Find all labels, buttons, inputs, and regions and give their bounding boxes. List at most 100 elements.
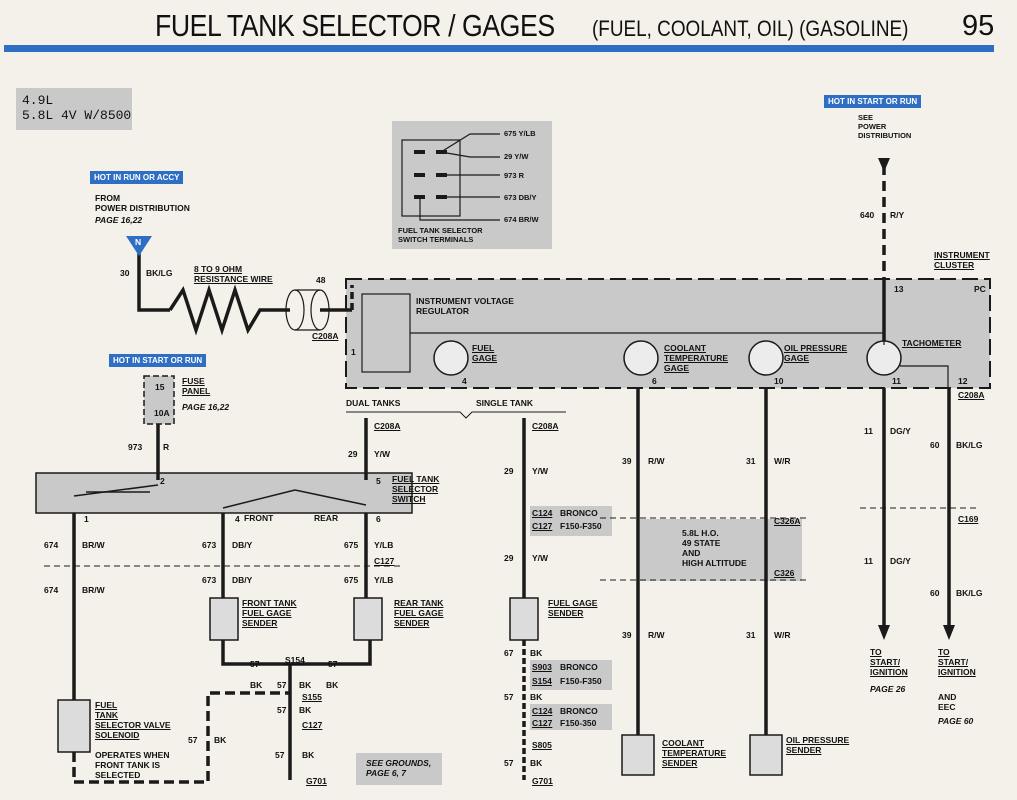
terminal-wire-973: 973 R bbox=[504, 171, 525, 180]
engine-label: 4.9L 5.8L 4V W/8500 bbox=[16, 88, 132, 130]
bk-single-a: BK bbox=[530, 648, 543, 658]
wire-57-single-a: 57 bbox=[504, 692, 514, 702]
c124b-label: C124 bbox=[532, 706, 553, 716]
wire-29-color-single-b: Y/W bbox=[532, 553, 549, 563]
fuse-amperage: 10A bbox=[154, 408, 170, 418]
wire-11-number-b: 11 bbox=[864, 556, 873, 566]
wire-640-color: R/Y bbox=[890, 210, 905, 220]
selector-pin-4: 4 bbox=[235, 514, 240, 524]
tachometer-label: TACHOMETER bbox=[902, 338, 962, 348]
fuel-gage-label: FUEL GAGE bbox=[472, 343, 498, 363]
wire-973-number: 973 bbox=[128, 442, 143, 452]
c326a-label: C326A bbox=[774, 516, 801, 526]
wire-39-color-b: R/W bbox=[648, 630, 665, 640]
c124b-box bbox=[530, 704, 612, 730]
page-26-ref: PAGE 26 bbox=[870, 684, 906, 694]
page-number: 95 bbox=[962, 10, 995, 42]
s155-label: S155 bbox=[302, 692, 322, 702]
selector-contacts bbox=[73, 484, 367, 509]
resistance-wire-label: 8 TO 9 OHM RESISTANCE WIRE bbox=[194, 264, 273, 284]
c127-f150: F150-F350 bbox=[560, 521, 602, 531]
bk-b: BK bbox=[299, 680, 312, 690]
wire-31-number-b: 31 bbox=[746, 630, 756, 640]
cluster-pin-6: 6 bbox=[652, 376, 657, 386]
ho-note-box bbox=[640, 519, 802, 581]
cluster-pc-label: PC bbox=[974, 284, 986, 294]
wire-674-color-a: BR/W bbox=[82, 540, 105, 550]
see-grounds-label: SEE GROUNDS, PAGE 6, 7 bbox=[366, 758, 432, 778]
wire-11-number-a: 11 bbox=[864, 426, 873, 436]
voltage-regulator-label: INSTRUMENT VOLTAGE REGULATOR bbox=[416, 296, 514, 316]
front-tank-sender-label: FRONT TANK FUEL GAGE SENDER bbox=[242, 598, 297, 628]
dual-tanks-label: DUAL TANKS bbox=[346, 398, 401, 408]
terminal-wire-29: 29 Y/W bbox=[504, 152, 529, 161]
ho-note: 5.8L H.O. 49 STATE AND HIGH ALTITUDE bbox=[682, 528, 747, 568]
wire-group bbox=[72, 165, 951, 784]
wire-48-number: 48 bbox=[316, 275, 326, 285]
wire-60-color-b: BK/LG bbox=[956, 588, 983, 598]
selector-front-label: FRONT bbox=[244, 513, 274, 523]
switch-terminal-drawing bbox=[401, 133, 500, 221]
c124-label: C124 bbox=[532, 508, 553, 518]
cluster-internal-wiring bbox=[361, 292, 949, 388]
instrument-cluster-label: INSTRUMENT CLUSTER bbox=[934, 250, 990, 270]
wire-39-number-b: 39 bbox=[622, 630, 632, 640]
wire-11-color-b: DG/Y bbox=[890, 556, 911, 566]
c124b-bronco: BRONCO bbox=[560, 706, 598, 716]
oil-pressure-sender-label: OIL PRESSURE SENDER bbox=[786, 735, 850, 755]
wire-57-e: 57 bbox=[188, 735, 198, 745]
wire-57-a: 57 bbox=[250, 659, 260, 669]
wire-29-color-single: Y/W bbox=[532, 466, 549, 476]
s154-label: S154 bbox=[285, 655, 305, 665]
wire-640-number: 640 bbox=[860, 210, 875, 220]
selector-pin-2: 2 bbox=[160, 476, 165, 486]
switch-terminals-caption: FUEL TANK SELECTOR SWITCH TERMINALS bbox=[398, 226, 483, 244]
s903-box bbox=[530, 660, 612, 690]
c127b-label: C127 bbox=[532, 718, 553, 728]
s903-label: S903 bbox=[532, 662, 552, 672]
wire-675-color-b: Y/LB bbox=[374, 575, 394, 585]
wire-31-color-b: W/R bbox=[774, 630, 791, 640]
bk-single-c: BK bbox=[530, 758, 543, 768]
wire-674-color-b: BR/W bbox=[82, 585, 105, 595]
tank-bracket bbox=[346, 411, 566, 419]
bk-f: BK bbox=[302, 750, 315, 760]
s154-single-label: S154 bbox=[532, 676, 552, 686]
wire-39-color-a: R/W bbox=[648, 456, 665, 466]
gage-symbols bbox=[433, 340, 902, 376]
c208a-left-label: C208A bbox=[312, 331, 339, 341]
bk-d: BK bbox=[299, 705, 312, 715]
wire-31-color-a: W/R bbox=[774, 456, 791, 466]
cluster-pin-10: 10 bbox=[774, 376, 784, 386]
cluster-pin-1: 1 bbox=[351, 347, 356, 357]
wire-674-number-a: 674 bbox=[44, 540, 59, 550]
wire-39-number-a: 39 bbox=[622, 456, 632, 466]
and-eec-label: AND EEC bbox=[938, 692, 957, 712]
n-connector-label: N bbox=[135, 237, 142, 247]
wire-60-number-a: 60 bbox=[930, 440, 940, 450]
header-rule bbox=[4, 45, 994, 52]
selector-rear-label: REAR bbox=[314, 513, 339, 523]
bk-e: BK bbox=[214, 735, 227, 745]
s154-f150: F150-F350 bbox=[560, 676, 602, 686]
wire-673-color-a: DB/Y bbox=[232, 540, 253, 550]
wire-31-number-a: 31 bbox=[746, 456, 756, 466]
cluster-pin-12: 12 bbox=[958, 376, 968, 386]
c127-ground-label: C127 bbox=[302, 720, 323, 730]
single-tank-label: SINGLE TANK bbox=[476, 398, 533, 408]
wire-30-color: BK/LG bbox=[146, 268, 173, 278]
cluster-pin-11: 11 bbox=[892, 376, 901, 386]
c208a-dual-label: C208A bbox=[374, 421, 401, 431]
bk-single-b: BK bbox=[530, 692, 543, 702]
rear-tank-sender-label: REAR TANK FUEL GAGE SENDER bbox=[394, 598, 444, 628]
wire-11-color-a: DG/Y bbox=[890, 426, 911, 436]
oil-pressure-gage-label: OIL PRESSURE GAGE bbox=[784, 343, 848, 363]
g701-right-label: G701 bbox=[532, 776, 553, 786]
wire-675-color-a: Y/LB bbox=[374, 540, 394, 550]
wire-29-number-single-b: 29 bbox=[504, 553, 514, 563]
switch-terminals-box bbox=[392, 121, 552, 249]
c326-label: C326 bbox=[774, 568, 795, 578]
c208a-right-label: C208A bbox=[958, 390, 985, 400]
wire-57-c: 57 bbox=[277, 680, 287, 690]
wire-57-b: 57 bbox=[328, 659, 338, 669]
